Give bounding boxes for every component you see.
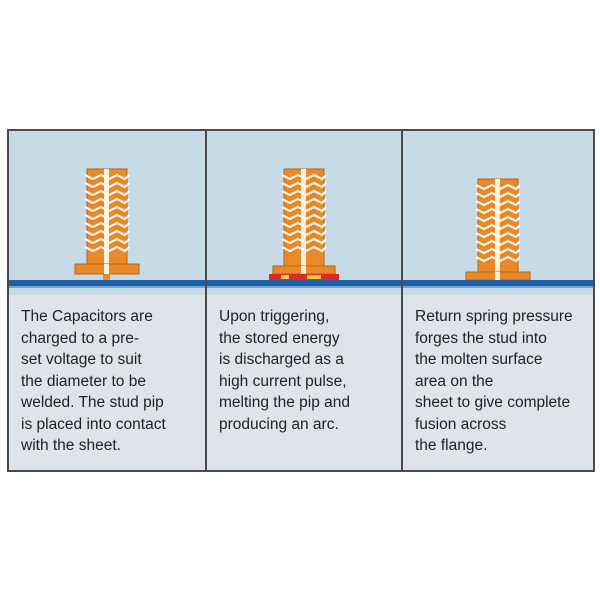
caption-forge: Return spring pressure forges the stud i… [415, 308, 573, 454]
stud-scene-discharge-svg [207, 168, 401, 288]
scene-discharge [207, 131, 401, 295]
threaded-stud-icon [74, 168, 140, 280]
scene-charge [9, 131, 205, 295]
threaded-stud-icon [465, 178, 531, 281]
stud-scene-charge-svg [9, 168, 205, 288]
scene-forge [403, 131, 593, 295]
metal-sheet-icon [403, 280, 593, 288]
threaded-stud-icon [272, 168, 336, 275]
panel-forge: Return spring pressure forges the stud i… [401, 131, 593, 470]
arc-icon [269, 274, 339, 280]
stud-welding-diagram: The Capacitors are charged to a pre- set… [7, 129, 595, 472]
panel-charge: The Capacitors are charged to a pre- set… [9, 131, 205, 470]
panel-discharge: Upon triggering, the stored energy is di… [205, 131, 401, 470]
metal-sheet-icon [9, 280, 205, 288]
metal-sheet-icon [207, 280, 401, 288]
stud-scene-forge-svg [403, 178, 593, 288]
caption-charge: The Capacitors are charged to a pre- set… [21, 308, 166, 454]
caption-discharge: Upon triggering, the stored energy is di… [219, 308, 350, 433]
